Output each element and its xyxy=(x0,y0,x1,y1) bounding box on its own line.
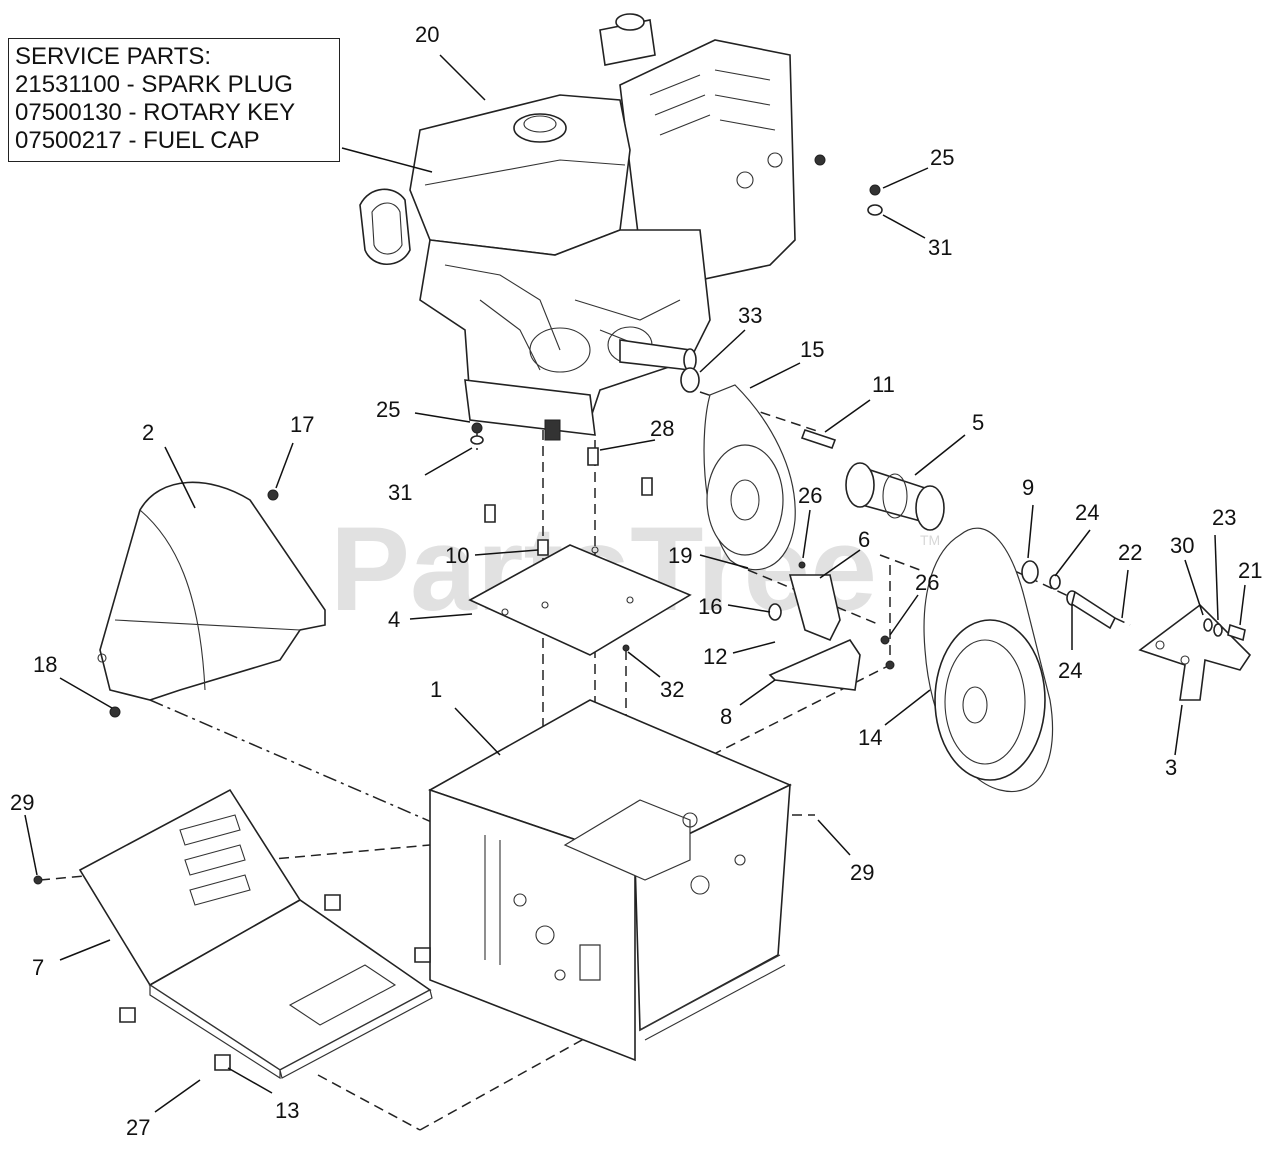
callout-16: 16 xyxy=(698,594,722,619)
callout-30: 30 xyxy=(1170,533,1194,558)
callout-19: 19 xyxy=(668,543,692,568)
callout-12: 12 xyxy=(703,644,727,669)
callouts: 20 25 31 33 15 11 5 25 31 28 2 17 10 19 … xyxy=(10,22,1262,1140)
callout-31-lower: 31 xyxy=(388,480,412,505)
service-part-rotary-key: 07500130 - ROTARY KEY xyxy=(15,99,296,126)
callout-22: 22 xyxy=(1118,540,1142,565)
callout-21: 21 xyxy=(1238,558,1262,583)
callout-13: 13 xyxy=(275,1098,299,1123)
callout-15: 15 xyxy=(800,337,824,362)
service-parts-title: SERVICE PARTS: xyxy=(15,43,212,70)
callout-26-lower: 26 xyxy=(915,570,939,595)
callout-20: 20 xyxy=(415,22,439,47)
shield-7 xyxy=(33,788,433,1080)
callout-31-upper: 31 xyxy=(928,235,952,260)
belt-cover-2 xyxy=(97,481,326,718)
engine xyxy=(359,13,796,441)
callout-3: 3 xyxy=(1165,755,1177,780)
plate-4 xyxy=(468,544,692,656)
bracket-8 xyxy=(768,638,861,691)
service-part-spark-plug: 21531100 - SPARK PLUG xyxy=(15,71,293,98)
callout-14: 14 xyxy=(858,725,882,750)
callout-25-upper: 25 xyxy=(930,145,954,170)
callout-27: 27 xyxy=(126,1115,150,1140)
callout-28: 28 xyxy=(650,416,674,441)
callout-18: 18 xyxy=(33,652,57,677)
callout-6: 6 xyxy=(858,527,870,552)
frame-1 xyxy=(428,699,792,1062)
callout-29-left: 29 xyxy=(10,790,34,815)
shaft-22 xyxy=(1071,590,1117,630)
key-11 xyxy=(800,428,837,450)
callout-32: 32 xyxy=(660,677,684,702)
callout-33: 33 xyxy=(738,303,762,328)
callout-4: 4 xyxy=(388,607,400,632)
callout-5: 5 xyxy=(972,410,984,435)
callout-9: 9 xyxy=(1022,475,1034,500)
callout-24-lower: 24 xyxy=(1058,658,1082,683)
callout-2: 2 xyxy=(142,420,154,445)
callout-17: 17 xyxy=(290,412,314,437)
watermark-trademark: TM xyxy=(920,532,940,548)
callout-10: 10 xyxy=(445,543,469,568)
callout-26-upper: 26 xyxy=(798,483,822,508)
pulley-upper xyxy=(706,444,784,556)
bracket-3 xyxy=(1138,603,1252,701)
pulley-14 xyxy=(923,527,1054,793)
washer-33 xyxy=(680,367,700,393)
callout-1: 1 xyxy=(430,677,442,702)
callout-8: 8 xyxy=(720,704,732,729)
callout-11: 11 xyxy=(872,372,895,397)
callout-24-upper: 24 xyxy=(1075,500,1099,525)
callout-25-lower: 25 xyxy=(376,397,400,422)
service-parts-box: SERVICE PARTS: 21531100 - SPARK PLUG 075… xyxy=(8,38,340,162)
leader-lines xyxy=(24,54,1246,1113)
callout-23: 23 xyxy=(1212,505,1236,530)
service-part-fuel-cap: 07500217 - FUEL CAP xyxy=(15,127,260,154)
callout-29-right: 29 xyxy=(850,860,874,885)
pulley-5 xyxy=(845,462,945,531)
hub-9 xyxy=(1021,560,1039,584)
callout-7: 7 xyxy=(32,955,44,980)
